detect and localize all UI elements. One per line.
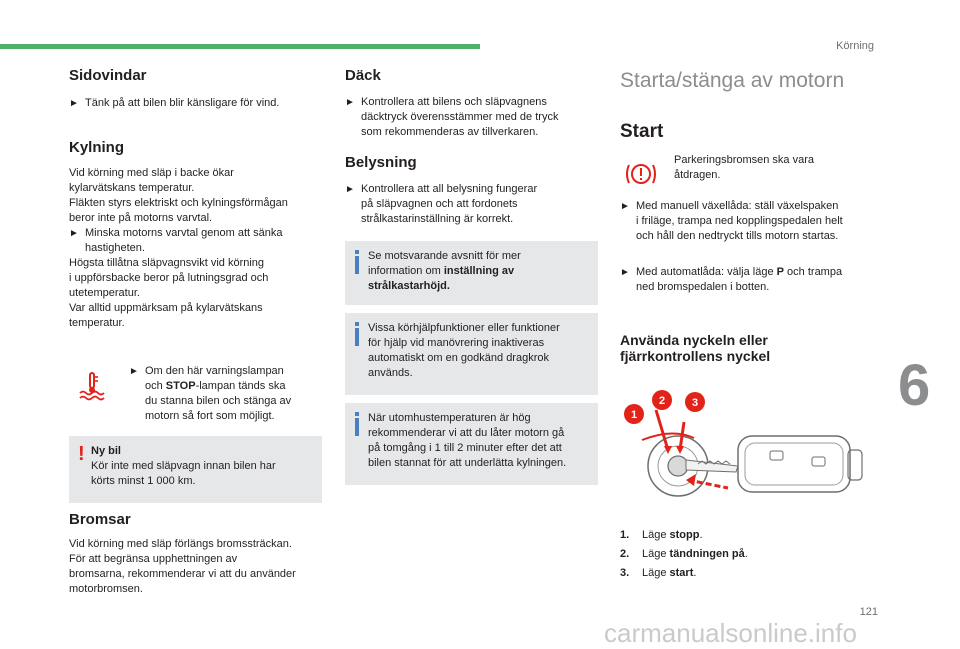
info-icon bbox=[354, 322, 360, 351]
coolant-warning-text: ►Om den här varningslampan och STOP-lamp… bbox=[129, 365, 292, 422]
info-icon bbox=[354, 412, 360, 441]
info-line: Se motsvarande avsnitt för mer bbox=[368, 250, 521, 262]
bullet-sidovindar: ► Tänk på att bilen blir känsligare för … bbox=[69, 97, 280, 109]
info-icon bbox=[354, 250, 360, 279]
section-color-bar bbox=[0, 44, 480, 49]
chapter-number: 6 bbox=[898, 353, 931, 418]
callout-1-label: 1 bbox=[631, 409, 637, 421]
automatic-gearbox-bullet: ►Med automatlåda: välja läge P och tramp… bbox=[620, 266, 843, 293]
list-item: 3.Läge start. bbox=[620, 567, 697, 579]
bullet-marker-icon: ► bbox=[620, 201, 630, 212]
bullet-marker-icon: ► bbox=[69, 228, 79, 239]
heading-bromsar: Bromsar bbox=[69, 511, 131, 528]
heading-sidovindar: Sidovindar bbox=[69, 67, 147, 84]
belysning-bullet: ►Kontrollera att all belysning fungerar … bbox=[345, 183, 538, 225]
callout-2-label: 2 bbox=[659, 395, 665, 407]
list-item: 1.Läge stopp. bbox=[620, 529, 703, 541]
bullet-marker-icon: ► bbox=[345, 184, 355, 195]
callout-1-icon bbox=[624, 404, 644, 424]
info-box-idle-cooling: När utomhustemperaturen är hög rekommend… bbox=[345, 403, 598, 485]
bullet-marker-icon: ► bbox=[345, 97, 355, 108]
bromsar-paragraph: Vid körning med släp förlängs bromssträc… bbox=[69, 538, 296, 595]
note-line: Kör inte med släpvagn innan bilen har bbox=[91, 460, 276, 472]
key-ignition-illustration: 1 2 3 bbox=[620, 388, 870, 508]
coolant-temperature-warning-icon bbox=[78, 371, 106, 401]
heading-key-usage: Använda nyckeln eller fjärrkontrollens n… bbox=[620, 332, 771, 364]
callout-3-icon bbox=[685, 392, 705, 412]
heading-belysning: Belysning bbox=[345, 154, 417, 171]
heading-dack: Däck bbox=[345, 67, 381, 84]
warning-exclamation-icon: ! bbox=[78, 443, 85, 465]
page-number: 121 bbox=[859, 606, 878, 618]
note-line: körts minst 1 000 km. bbox=[91, 475, 196, 487]
parking-brake-icon bbox=[624, 157, 658, 191]
manual-gearbox-bullet: ►Med manuell växellåda: ställ växelspake… bbox=[620, 200, 843, 242]
info-box-driving-aids: Vissa körhjälpfunktioner eller funktione… bbox=[345, 313, 598, 395]
callout-2-icon bbox=[652, 390, 672, 410]
section-header: Körning bbox=[836, 40, 874, 52]
note-title: Ny bil bbox=[91, 445, 121, 457]
section-title: Starta/stänga av motorn bbox=[620, 69, 845, 92]
watermark: carmanualsonline.info bbox=[604, 618, 857, 648]
info-line: strålkastarhöjd. bbox=[368, 280, 450, 292]
parking-brake-text: Parkeringsbromsen ska vara åtdragen. bbox=[674, 154, 815, 181]
bullet-marker-icon: ► bbox=[69, 98, 79, 109]
dack-bullet: ►Kontrollera att bilens och släpvagnens … bbox=[345, 96, 559, 138]
bullet-marker-icon: ► bbox=[620, 267, 630, 278]
callout-3-label: 3 bbox=[692, 397, 698, 409]
key-positions-list: 1.Läge stopp. 2.Läge tändningen på. 3.Lä… bbox=[620, 526, 860, 583]
note-box-new-car: ! Ny bil Kör inte med släpvagn innan bil… bbox=[69, 436, 322, 503]
info-line: information om inställning av bbox=[368, 265, 515, 277]
info-box-headlamp: Se motsvarande avsnitt för mer informati… bbox=[345, 241, 598, 305]
bullet-marker-icon: ► bbox=[129, 366, 139, 377]
list-item: 2.Läge tändningen på. bbox=[620, 548, 748, 560]
heading-kylning: Kylning bbox=[69, 139, 124, 156]
heading-start: Start bbox=[620, 121, 664, 142]
kylning-paragraph: Vid körning med släp i backe ökar kylarv… bbox=[69, 167, 288, 329]
